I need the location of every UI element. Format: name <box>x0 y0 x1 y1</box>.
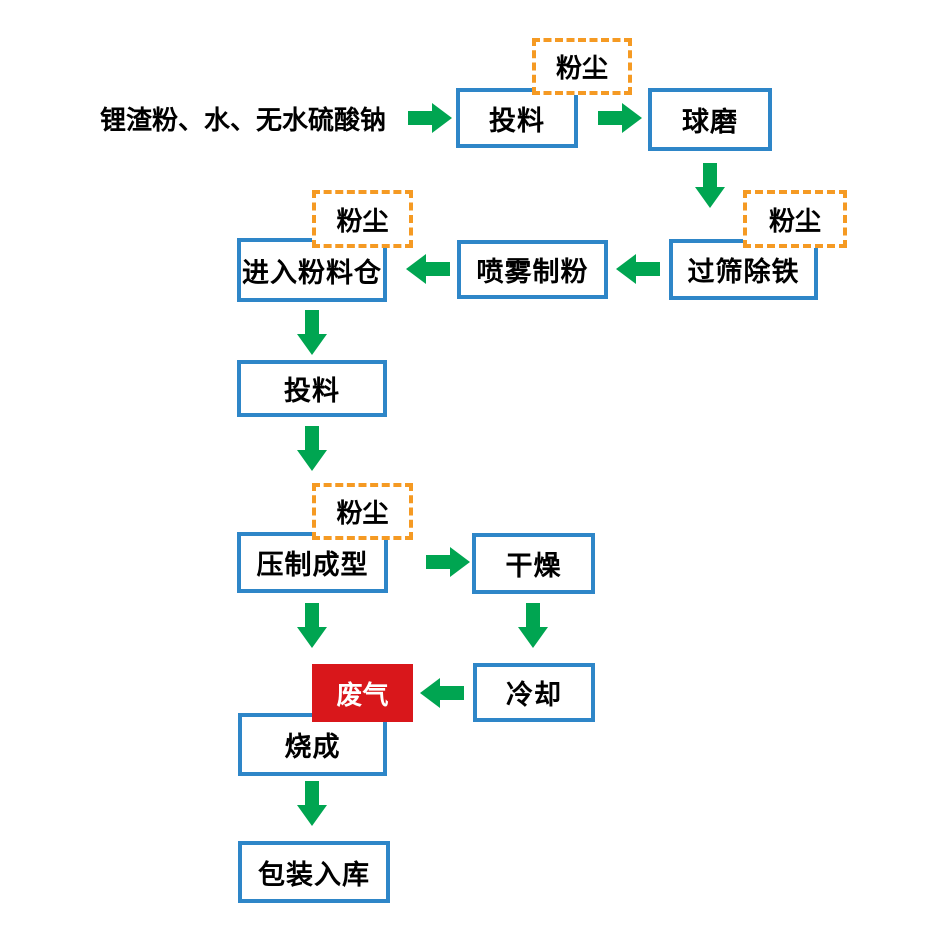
arrow-down-dry-to-cool <box>517 603 549 648</box>
arrow-down-press-to-fire <box>296 603 328 648</box>
arrow-down-feed2-to-press <box>296 426 328 471</box>
arrow-down-fire-to-pack <box>296 781 328 826</box>
arrow-right-press-to-dry <box>426 546 470 578</box>
node-sieve-deiron: 过筛除铁 <box>669 239 818 300</box>
node-fire: 烧成 <box>238 713 387 776</box>
arrow-right-feed1-to-ballmill <box>598 102 642 134</box>
node-feed-1: 投料 <box>456 88 578 148</box>
arrow-left-spray-to-silo <box>406 253 450 285</box>
arrow-down-silo-to-feed2 <box>296 310 328 355</box>
node-press-form: 压制成型 <box>237 532 388 593</box>
arrow-left-sieve-to-spray <box>616 253 660 285</box>
node-ball-mill: 球磨 <box>648 88 772 151</box>
node-cool: 冷却 <box>473 663 595 722</box>
node-dry: 干燥 <box>472 533 595 594</box>
source-material-label: 锂渣粉、水、无水硫酸钠 <box>100 104 387 135</box>
arrow-right-source-to-feed1 <box>408 102 452 134</box>
arrow-left-cool-to-wastegas <box>420 677 464 709</box>
hazard-dust-feed: 粉尘 <box>532 38 632 95</box>
hazard-dust-press: 粉尘 <box>312 483 413 540</box>
node-feed-2: 投料 <box>237 360 387 417</box>
hazard-dust-sieve: 粉尘 <box>743 190 847 248</box>
node-spray-powder: 喷雾制粉 <box>457 240 608 299</box>
arrow-down-ballmill-to-sieve <box>694 163 726 208</box>
hazard-dust-silo: 粉尘 <box>312 190 413 248</box>
node-pack-store: 包装入库 <box>238 841 390 903</box>
hazard-waste-gas: 废气 <box>312 664 413 722</box>
